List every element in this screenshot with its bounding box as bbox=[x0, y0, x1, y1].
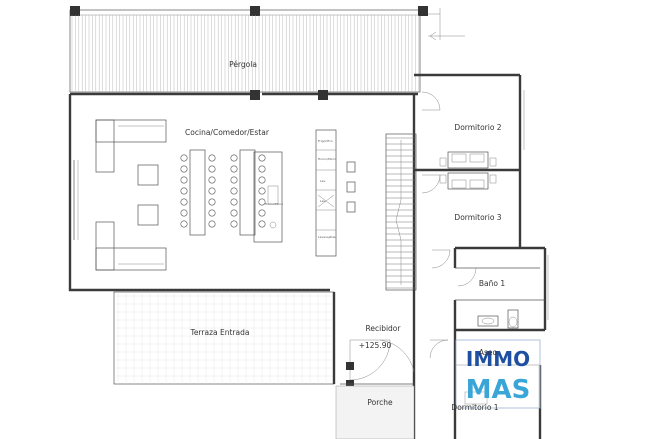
dining-chair bbox=[208, 165, 216, 173]
terrace-area bbox=[113, 291, 336, 385]
entrance-hall bbox=[335, 339, 415, 439]
sofa-top bbox=[95, 119, 167, 173]
terrace-label: Terraza Entrada bbox=[190, 328, 250, 337]
dining-chair bbox=[258, 209, 266, 217]
side-table bbox=[137, 164, 159, 186]
dining-chair bbox=[208, 154, 216, 162]
bed-dormitorio-2 bbox=[439, 151, 497, 169]
bath1-label: Baño 1 bbox=[479, 279, 505, 288]
pergola-slats bbox=[71, 15, 419, 92]
dining-chair bbox=[230, 209, 238, 217]
kitchen-island: Horno/Micro bbox=[253, 151, 283, 243]
dining-chair bbox=[180, 165, 188, 173]
level-mark: +125.90 bbox=[359, 341, 392, 350]
bed-dormitorio-3 bbox=[439, 172, 497, 190]
pergola-label: Pérgola bbox=[229, 60, 257, 69]
dining-chair bbox=[230, 198, 238, 206]
bar-stools bbox=[346, 161, 356, 213]
porch-label: Porche bbox=[367, 398, 393, 407]
dining-table bbox=[180, 149, 266, 236]
appliance-label: Lavavajillas bbox=[318, 235, 336, 239]
dining-chair bbox=[208, 187, 216, 195]
dining-chair bbox=[208, 209, 216, 217]
dining-chair bbox=[258, 154, 266, 162]
dining-chair bbox=[230, 187, 238, 195]
side-table bbox=[137, 204, 159, 226]
dining-chair bbox=[180, 198, 188, 206]
logo-line1: IMMO bbox=[466, 347, 530, 371]
dining-chair bbox=[208, 176, 216, 184]
kitchen-counter: Frigorífico Horno/Micro Lav. Lav. Lavava… bbox=[315, 129, 337, 257]
dining-chair bbox=[258, 220, 266, 228]
dining-chair bbox=[230, 176, 238, 184]
dining-chair bbox=[180, 176, 188, 184]
appliance-label: Horno/Micro bbox=[318, 157, 336, 161]
toilet-label: Aseo bbox=[479, 348, 498, 357]
dining-chair bbox=[208, 220, 216, 228]
kitchen-label: Cocina/Comedor/Estar bbox=[185, 128, 270, 137]
staircase bbox=[385, 133, 417, 291]
logo-line2: MAS bbox=[466, 375, 531, 405]
bedroom2-label: Dormitorio 2 bbox=[454, 123, 501, 132]
dining-chair bbox=[230, 220, 238, 228]
appliance-label: Lav. bbox=[320, 179, 326, 183]
appliance-label: Lav. bbox=[320, 199, 326, 203]
dining-chair bbox=[230, 165, 238, 173]
dining-chair bbox=[258, 165, 266, 173]
dining-chair bbox=[230, 154, 238, 162]
dining-chair bbox=[258, 198, 266, 206]
dining-chair bbox=[180, 220, 188, 228]
bedroom3-label: Dormitorio 3 bbox=[454, 213, 501, 222]
hall-label: Recibidor bbox=[366, 324, 402, 333]
dining-chair bbox=[258, 176, 266, 184]
appliance-label: Frigorífico bbox=[318, 139, 333, 143]
bedroom1-label: Dormitorio 1 bbox=[451, 403, 498, 412]
dining-chair bbox=[180, 187, 188, 195]
dining-chair bbox=[208, 198, 216, 206]
dining-chair bbox=[180, 154, 188, 162]
appliance-label: Horno/Micro bbox=[265, 202, 283, 206]
dining-chair bbox=[180, 209, 188, 217]
dining-chair bbox=[258, 187, 266, 195]
immomas-logo: IMMO MAS bbox=[455, 339, 541, 409]
sofa-bottom bbox=[95, 221, 167, 271]
pergola-area bbox=[69, 6, 465, 93]
